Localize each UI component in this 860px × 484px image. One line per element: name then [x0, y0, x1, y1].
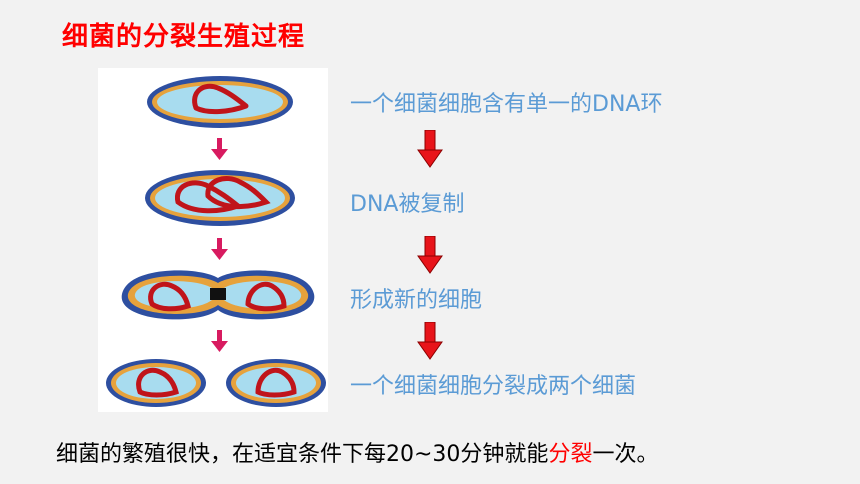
- down-arrow-icon: [417, 322, 443, 360]
- step-label-2: DNA被复制: [350, 192, 465, 217]
- fission-diagram: [98, 68, 328, 412]
- cell-stage-3: [121, 270, 315, 320]
- cell-stage-4-left: [106, 359, 206, 407]
- cell-stage-4-right: [226, 359, 326, 407]
- footer-text-before: 细菌的繁殖很快，在适宜条件下每20~30分钟就能: [56, 442, 549, 467]
- down-arrow-icon: [417, 236, 443, 274]
- small-down-arrow-icon: [211, 330, 228, 352]
- step-label-4: 一个细菌细胞分裂成两个细菌: [350, 374, 637, 399]
- small-down-arrow-icon: [211, 138, 228, 160]
- cell-stage-2: [145, 170, 295, 226]
- down-arrow-icon: [417, 130, 443, 168]
- cell-stage-1: [147, 76, 293, 128]
- footer-text-after: 一次。: [592, 442, 659, 467]
- small-down-arrow-icon: [211, 238, 228, 260]
- step-label-1: 一个细菌细胞含有单一的DNA环: [350, 92, 663, 117]
- slide-title: 细菌的分裂生殖过程: [62, 22, 306, 52]
- footer-sentence: 细菌的繁殖很快，在适宜条件下每20~30分钟就能分裂一次。: [56, 436, 658, 468]
- dna-loop: [192, 83, 249, 115]
- step-label-3: 形成新的细胞: [350, 288, 483, 313]
- footer-highlight: 分裂: [548, 442, 593, 467]
